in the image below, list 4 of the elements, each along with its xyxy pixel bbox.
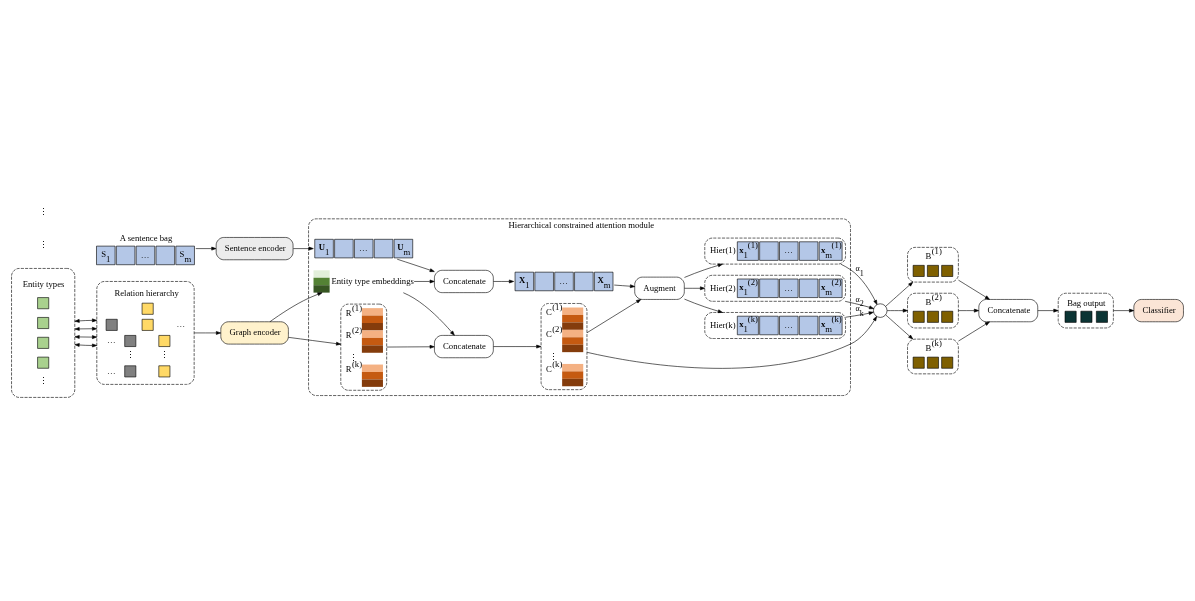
label: ⋮ [38, 239, 48, 250]
label: ⋮ [38, 206, 48, 217]
node-label: Entity type embeddings [331, 275, 414, 286]
node-label: A sentence bag [119, 232, 173, 243]
